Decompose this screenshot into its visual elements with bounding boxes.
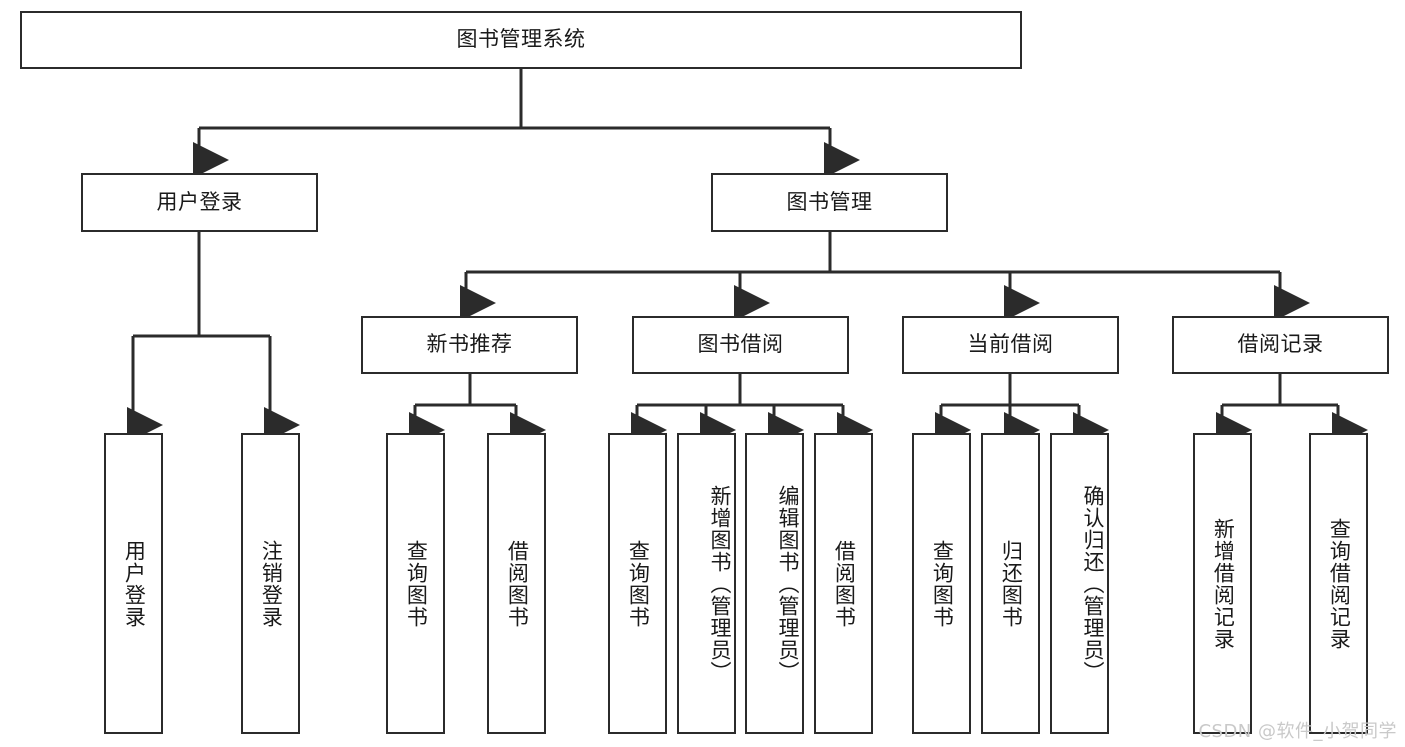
node-book-manage[interactable]: 图书管理 (711, 173, 948, 232)
watermark-text: CSDN @软件_小贺同学 (1198, 721, 1397, 742)
leaf-user-login[interactable]: 用户登录 (104, 433, 163, 734)
node-new-book-recommend[interactable]: 新书推荐 (361, 316, 578, 374)
leaf-logout-login[interactable]: 注销登录 (241, 433, 300, 734)
leaf-return-book[interactable]: 归还图书 (981, 433, 1040, 734)
node-root-system[interactable]: 图书管理系统 (20, 11, 1022, 69)
leaf-query-book-recommend[interactable]: 查询图书 (386, 433, 445, 734)
leaf-edit-book-admin[interactable]: 编辑图书（管理员） (745, 433, 804, 734)
node-book-borrow[interactable]: 图书借阅 (632, 316, 849, 374)
leaf-query-book-borrow[interactable]: 查询图书 (608, 433, 667, 734)
node-user-login[interactable]: 用户登录 (81, 173, 318, 232)
leaf-borrow-book-borrow[interactable]: 借阅图书 (814, 433, 873, 734)
leaf-borrow-book-recommend[interactable]: 借阅图书 (487, 433, 546, 734)
leaf-add-borrow-record[interactable]: 新增借阅记录 (1193, 433, 1252, 734)
leaf-confirm-return-admin[interactable]: 确认归还（管理员） (1050, 433, 1109, 734)
leaf-query-book-current[interactable]: 查询图书 (912, 433, 971, 734)
leaf-query-borrow-record[interactable]: 查询借阅记录 (1309, 433, 1368, 734)
node-borrow-record[interactable]: 借阅记录 (1172, 316, 1389, 374)
leaf-add-book-admin[interactable]: 新增图书（管理员） (677, 433, 736, 734)
node-current-borrow[interactable]: 当前借阅 (902, 316, 1119, 374)
